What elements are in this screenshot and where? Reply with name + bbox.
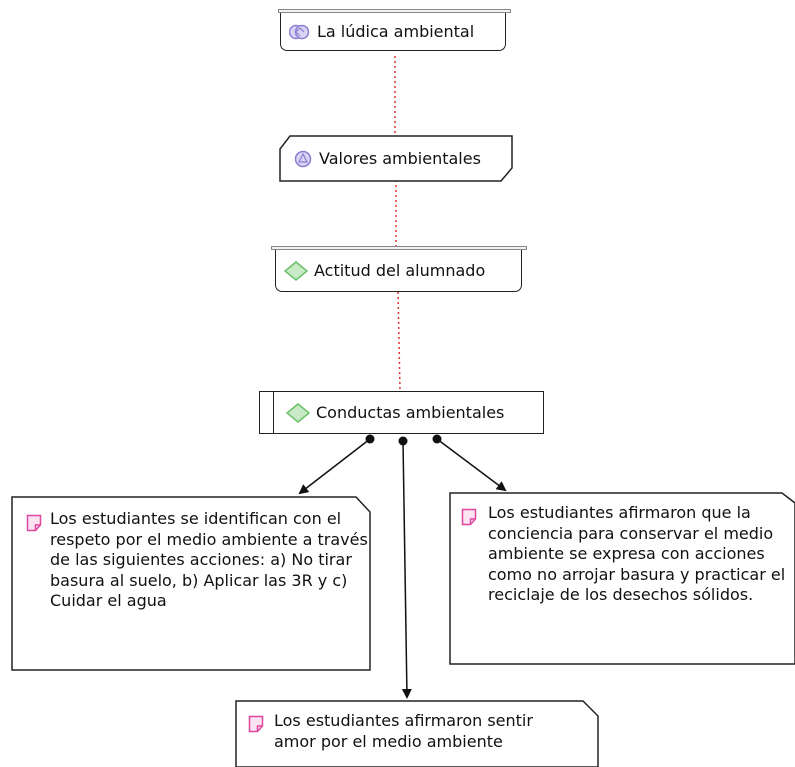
node-side-bar	[273, 392, 274, 433]
memo-text: Los estudiantes se identifican con el re…	[50, 509, 368, 610]
network-theme-icon	[289, 24, 310, 39]
node-valores-ambientales[interactable]: Valores ambientales	[281, 137, 511, 180]
memo-icon	[461, 508, 477, 526]
node-actitud-del-alumnado[interactable]: Actitud del alumnado	[275, 250, 522, 292]
memo-left[interactable]: Los estudiantes se identifican con el re…	[12, 497, 370, 670]
memo-text: Los estudiantes afirmaron sentir amor po…	[274, 711, 533, 751]
memo-icon	[26, 514, 42, 532]
node-label: Actitud del alumnado	[314, 260, 486, 280]
node-la-ludica-ambiental[interactable]: La lúdica ambiental	[280, 13, 506, 51]
arrow-to-right-memo	[436, 438, 507, 492]
node-conductas-ambientales[interactable]: Conductas ambientales	[259, 391, 544, 434]
node-label: Valores ambientales	[319, 148, 481, 168]
diamond-code-icon	[284, 260, 308, 281]
network-theme-icon	[294, 150, 312, 167]
memo-right[interactable]: Los estudiantes afirmaron que la concien…	[450, 493, 795, 664]
diamond-code-icon	[286, 402, 310, 423]
dotted-link-actitud-conductas	[397, 291, 401, 391]
memo-text: Los estudiantes afirmaron que la concien…	[488, 503, 786, 604]
memo-icon	[248, 715, 264, 733]
arrow-to-bottom-memo	[401, 440, 412, 699]
node-label: Conductas ambientales	[316, 402, 505, 422]
arrow-to-left-memo	[298, 438, 371, 495]
memo-bottom[interactable]: Los estudiantes afirmaron sentir amor po…	[236, 701, 598, 767]
node-header-bar	[278, 9, 511, 13]
node-header-bar	[271, 246, 527, 250]
node-label: La lúdica ambiental	[317, 21, 475, 41]
